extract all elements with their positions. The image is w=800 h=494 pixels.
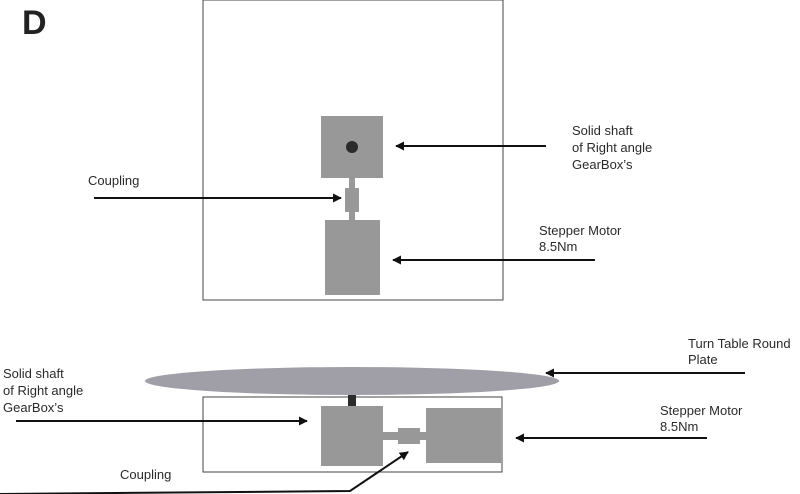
- coupling-side: [398, 428, 420, 444]
- label-shaft-side-3: GearBox’s: [3, 400, 64, 415]
- label-motor-side-1: Stepper Motor: [660, 403, 743, 418]
- label-coupling-side: Coupling: [120, 467, 171, 482]
- top-view-frame: [202, 0, 504, 301]
- panel-letter: D: [22, 4, 47, 42]
- label-shaft-top-3: GearBox’s: [572, 157, 633, 172]
- gearbox-side: [321, 406, 383, 466]
- stepper-motor-side: [426, 408, 501, 463]
- coupling-shaft-left: [383, 432, 399, 440]
- top-view: Solid shaft of Right angle GearBox’s Cou…: [88, 0, 652, 301]
- solid-shaft-dot: [346, 141, 358, 153]
- stepper-motor-top: [325, 220, 380, 295]
- coupling-top: [345, 188, 359, 212]
- label-turntable-1: Turn Table Round: [688, 336, 791, 351]
- label-shaft-side-1: Solid shaft: [3, 366, 64, 381]
- side-view: Turn Table Round Plate Solid shaft of Ri…: [0, 336, 791, 494]
- label-shaft-top-2: of Right angle: [572, 140, 652, 155]
- coupling-shaft-upper: [349, 178, 355, 188]
- coupling-shaft-lower: [349, 212, 355, 220]
- label-shaft-side-2: of Right angle: [3, 383, 83, 398]
- label-shaft-top-1: Solid shaft: [572, 123, 633, 138]
- coupling-shaft-right: [420, 432, 426, 440]
- label-motor-side-2: 8.5Nm: [660, 419, 698, 434]
- turntable-plate: [145, 367, 559, 395]
- arrow-coupling-side: [0, 451, 409, 494]
- label-coupling-top: Coupling: [88, 173, 139, 188]
- label-motor-top-2: 8.5Nm: [539, 239, 577, 254]
- label-turntable-2: Plate: [688, 352, 718, 367]
- label-motor-top-1: Stepper Motor: [539, 223, 622, 238]
- solid-shaft-side: [348, 395, 356, 406]
